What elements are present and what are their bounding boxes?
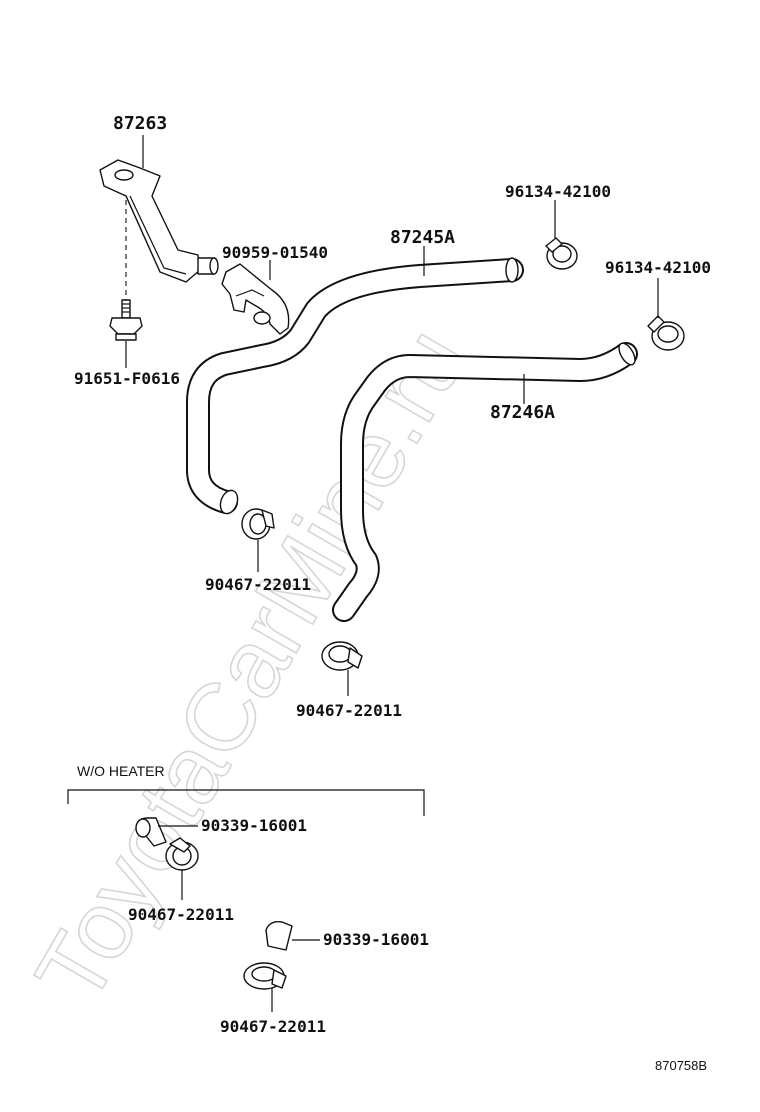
hose-87246A: [332, 342, 638, 622]
bracket-87263: [99, 159, 219, 283]
watermark-text: ToyotaCarMine.ru: [16, 311, 487, 1021]
clamp-bracket-90959-01540: [221, 263, 290, 335]
hose-87246A-end-upper: [618, 342, 636, 366]
hose-87245A-end-lower: [219, 489, 239, 515]
hose-87245A-end-upper: [505, 257, 519, 283]
label-90339-16001-1: 90339-16001: [201, 816, 307, 835]
cap-90339-16001-2: [265, 920, 293, 951]
label-96134-42100-right: 96134-42100: [605, 258, 711, 277]
clamp-90467-22011-left: [241, 508, 275, 540]
section-title-wo-heater: W/O HEATER: [77, 763, 165, 779]
label-91651-F0616: 91651-F0616: [74, 369, 180, 388]
clamp-90467-22011-center: [321, 641, 363, 671]
clamp-90467-22011-wo-2: [243, 962, 287, 990]
diagram-reference-number: 870758B: [655, 1058, 707, 1073]
label-90339-16001-2: 90339-16001: [323, 930, 429, 949]
clamp-96134-42100-top: [545, 237, 578, 270]
cap-90339-16001-1: [135, 817, 167, 847]
label-90467-22011-center: 90467-22011: [296, 701, 402, 720]
label-90467-22011-wo-2: 90467-22011: [220, 1017, 326, 1036]
clamp-90467-22011-wo-1: [165, 837, 199, 871]
bolt-91651-F0616: [109, 299, 143, 341]
label-96134-42100-top: 96134-42100: [505, 182, 611, 201]
label-90467-22011-wo-1: 90467-22011: [128, 905, 234, 924]
hose-87245A: [186, 257, 524, 515]
label-87246A: 87246A: [490, 402, 555, 423]
clamp-96134-42100-right: [647, 315, 685, 351]
section-bracket-wo-heater: [67, 789, 425, 816]
label-90467-22011-mid-left: 90467-22011: [205, 575, 311, 594]
label-87263: 87263: [113, 113, 167, 134]
label-90959-01540: 90959-01540: [222, 243, 328, 262]
label-87245A: 87245A: [390, 227, 455, 248]
watermark: ToyotaCarMine.ru: [15, 310, 488, 1021]
